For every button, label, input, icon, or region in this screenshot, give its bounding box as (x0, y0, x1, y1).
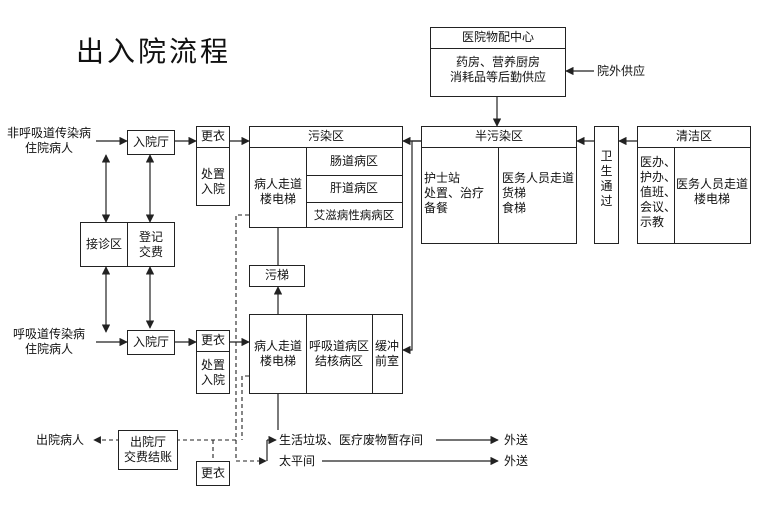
output-discharged: 出院病人 (36, 433, 85, 447)
supply-center-detail: 药房、营养厨房 消耗品等后勤供应 (449, 55, 546, 84)
waste-out-1: 外送 (504, 433, 529, 447)
changing-top-box: 更衣 处置 入院 (196, 126, 230, 206)
resp-ward: 呼吸道病区 结核病区 (308, 339, 369, 368)
ward-intestinal: 肠道病区 (329, 154, 378, 168)
waste-out-2: 外送 (504, 454, 529, 468)
dashed-discharge-route-bottom (241, 375, 249, 440)
admission-hall-top: 入院厅 (127, 130, 175, 155)
changing-discharge: 更衣 (196, 461, 230, 486)
ward-aids: 艾滋病性病病区 (313, 208, 395, 222)
register-pay: 登记 交费 (127, 222, 175, 267)
supply-center-name: 医院物配中心 (461, 30, 534, 44)
dashed-to-morgue (235, 440, 267, 465)
changing-bottom-detail: 处置 入院 (200, 358, 225, 387)
dashed-discharge-route-top (178, 214, 249, 441)
morgue: 太平间 (279, 454, 316, 468)
contaminated-elevator: 病人走道 楼电梯 (253, 177, 302, 206)
changing-bottom: 更衣 (200, 333, 225, 347)
semi-title: 半污染区 (474, 129, 523, 143)
resp-elevator: 病人走道 楼电梯 (253, 339, 302, 368)
supply-center-box: 医院物配中心 药房、营养厨房 消耗品等后勤供应 (430, 27, 566, 97)
buffer-room: 缓冲 前室 (374, 339, 399, 368)
sanitary-passage: 卫 生 通 过 (594, 126, 619, 244)
discharge-hall: 出院厅 交费结账 (118, 430, 178, 470)
contaminated-zone: 污染区 病人走道 楼电梯 肠道病区 肝道病区 艾滋病性病病区 (249, 126, 403, 228)
consult-area: 接诊区 (80, 222, 128, 267)
respiratory-zone: 病人走道 楼电梯 呼吸道病区 结核病区 缓冲 前室 (249, 314, 403, 394)
external-supply-label: 院外供应 (597, 64, 646, 78)
arrow-semi-to-buffer (402, 140, 421, 355)
changing-top: 更衣 (200, 129, 225, 143)
nurse-station: 护士站 处置、治疗 备餐 (424, 171, 485, 215)
clean-offices: 医办、 护办、 值班、 会议、 示教 (640, 155, 677, 229)
waste-storage: 生活垃圾、医疗废物暂存间 (279, 433, 424, 447)
semi-contaminated-zone: 半污染区 护士站 处置、治疗 备餐 医务人员走道 货梯 食梯 (421, 126, 577, 244)
ward-liver: 肝道病区 (329, 181, 378, 195)
diagram-title: 出入院流程 (76, 35, 232, 68)
clean-staff-corridor: 医务人员走道 楼电梯 (675, 177, 748, 206)
admission-hall-bottom: 入院厅 (127, 330, 175, 355)
clean-title: 清洁区 (675, 129, 712, 143)
semi-staff-corridor: 医务人员走道 货梯 食梯 (502, 171, 575, 215)
changing-bottom-box: 更衣 处置 入院 (196, 330, 230, 394)
clean-zone: 清洁区 医办、 护办、 值班、 会议、 示教 医务人员走道 楼电梯 (637, 126, 751, 244)
changing-top-detail: 处置 入院 (200, 167, 225, 196)
input-respiratory: 呼吸道传染病 住院病人 (12, 327, 85, 356)
contaminated-title: 污染区 (307, 129, 344, 143)
input-non-respiratory: 非呼吸道传染病 住院病人 (6, 126, 91, 155)
dirty-lift: 污梯 (249, 265, 305, 287)
